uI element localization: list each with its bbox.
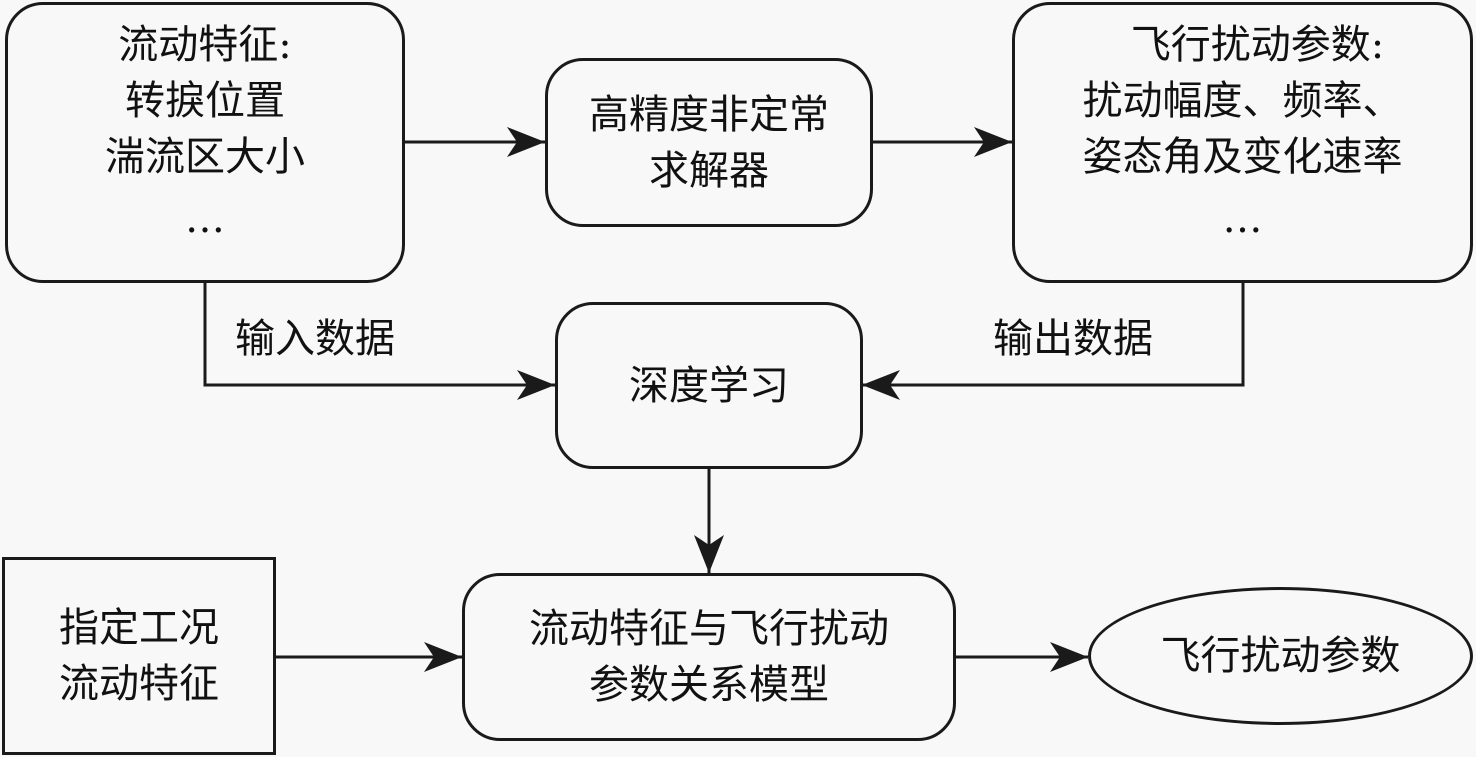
node-text: … — [1222, 196, 1263, 242]
node-text: 飞行扰动参数: — [1130, 22, 1385, 68]
node-text: 流动特征与飞行扰动 — [529, 606, 889, 652]
node-text: 湍流区大小 — [105, 134, 305, 180]
node-text: 求解器 — [649, 147, 769, 194]
node-specified-conditions: 指定工况 流动特征 — [2, 557, 276, 755]
node-relation-model: 流动特征与飞行扰动 参数关系模型 — [462, 573, 956, 741]
node-solver: 高精度非定常 求解器 — [545, 58, 873, 227]
edge-label-output-data: 输出数据 — [993, 316, 1153, 362]
node-output-params: 飞行扰动参数 — [1088, 587, 1473, 725]
node-text: 转捩位置 — [125, 78, 285, 124]
node-text: 指定工况 — [59, 605, 219, 651]
node-text: 流动特征 — [59, 661, 219, 707]
node-text: 飞行扰动参数 — [1160, 633, 1401, 679]
node-text: 深度学习 — [629, 362, 789, 409]
node-text: … — [185, 196, 225, 242]
node-text: 参数关系模型 — [589, 662, 829, 708]
node-text: 扰动幅度、频率、 — [1082, 78, 1403, 124]
edge-output-data — [862, 282, 1245, 400]
node-text: 高精度非定常 — [589, 91, 829, 138]
edge-label-input-data: 输入数据 — [235, 316, 395, 362]
node-flow-features: 流动特征: 转捩位置 湍流区大小 … — [5, 2, 405, 283]
edge-input-data — [203, 282, 555, 400]
node-text: 姿态角及变化速率 — [1082, 134, 1403, 180]
node-flight-params: 飞行扰动参数: 扰动幅度、频率、 姿态角及变化速率 … — [1012, 2, 1473, 283]
node-deep-learning: 深度学习 — [555, 302, 863, 469]
node-text: 流动特征: — [118, 22, 292, 68]
